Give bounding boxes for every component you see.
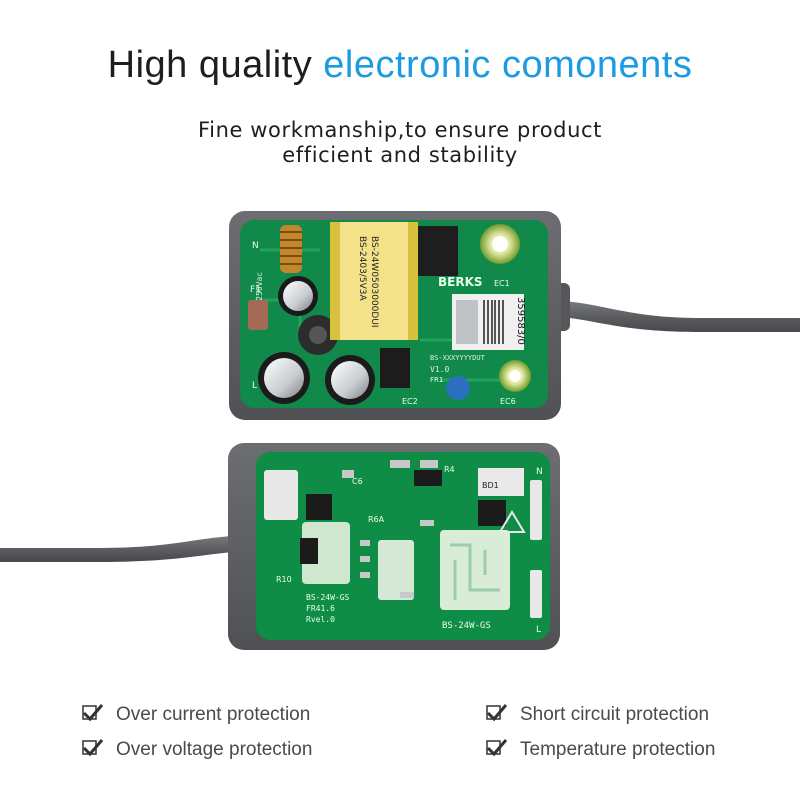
ic-chip (380, 348, 410, 388)
feature-item-3: Over voltage protection (82, 737, 312, 763)
headline-accent: electronic comonents (323, 44, 693, 86)
bd1-label: BD1 (482, 481, 499, 490)
capacitor-2 (258, 352, 310, 404)
check-icon (82, 737, 104, 763)
subtitle-line-1: Fine workmanship,to ensure product (197, 118, 602, 142)
mosfet-block (418, 226, 458, 276)
feature-item-2: Short circuit protection (486, 702, 709, 728)
fuse-component (248, 300, 268, 330)
smd-components (342, 460, 438, 598)
ec6-label: EC6 (500, 397, 516, 406)
check-icon (486, 702, 508, 728)
page-headline: High quality electronic comonents (0, 44, 800, 87)
inductor-coil (280, 225, 302, 273)
f1-label: F1 (250, 285, 261, 295)
chip-1 (306, 494, 332, 520)
feature-label-2: Short circuit protection (520, 704, 710, 725)
input-pins (530, 480, 542, 618)
ec2-label: EC2 (402, 397, 418, 406)
r4-label: R4 (444, 465, 455, 474)
brand-label: BERKS (438, 275, 483, 289)
n-label-bottom: N (536, 467, 543, 477)
top-adapter: T2A/250Vac F1 L N (229, 211, 800, 420)
chip-4 (300, 538, 318, 564)
capacitor-1 (278, 276, 318, 316)
transformer-label-2: BS-24W0503000DUI (369, 236, 379, 328)
capacitor-3 (325, 355, 375, 405)
ec1-label: EC1 (494, 279, 510, 288)
l-label-bottom: L (536, 625, 541, 635)
model-label-2: BS-24W-GS (442, 621, 491, 631)
version-text: V1.0 (430, 365, 449, 374)
r10-label: R10 (276, 575, 292, 584)
chip-3 (414, 470, 442, 486)
c6-label: C6 (352, 477, 363, 486)
n-label-top: N (252, 241, 259, 251)
chip-2 (478, 500, 506, 526)
transformer-label-1: BS-2403/5V3A (357, 236, 367, 302)
warning-triangle (498, 510, 526, 533)
model-label-1: BS-24W-GS (306, 593, 350, 602)
choke-inductor (298, 315, 338, 355)
barcode-text: 359583/0 (515, 297, 526, 345)
subtitle-line-2: efficient and stability (282, 143, 518, 167)
feature-item-4: Temperature protection (486, 737, 715, 763)
feature-label-1: Over current protection (116, 704, 311, 725)
rev-label: Rvel.0 (306, 615, 335, 624)
bottom-adapter: R10 BS-24W-GS FR41.6 Rvel.0 BS-24W-GS R4… (0, 443, 560, 650)
check-icon (486, 737, 508, 763)
feature-item-1: Over current protection (82, 702, 310, 728)
transformer: BS-2403/5V3A BS-24W0503000DUI (330, 222, 418, 340)
bridge-area (478, 468, 524, 496)
feature-label-3: Over voltage protection (116, 739, 313, 760)
check-icon (82, 702, 104, 728)
fr-label: FR41.6 (306, 604, 335, 613)
r6-label: R6A (368, 515, 385, 524)
l-label-top: L (252, 381, 257, 391)
model-text: BS-XXXYYYYDUT (430, 354, 486, 362)
feature-label-4: Temperature protection (520, 739, 716, 760)
top-cable (540, 300, 800, 332)
fr1-label: FR1 (430, 376, 443, 384)
y-capacitor (446, 376, 470, 400)
barcode-sticker: 359583/0 (452, 294, 526, 350)
product-photo: T2A/250Vac F1 L N (0, 211, 800, 650)
bottom-cable (0, 535, 260, 562)
fuse-label: T2A/250Vac (255, 272, 264, 320)
headline-main: High quality (107, 44, 313, 86)
